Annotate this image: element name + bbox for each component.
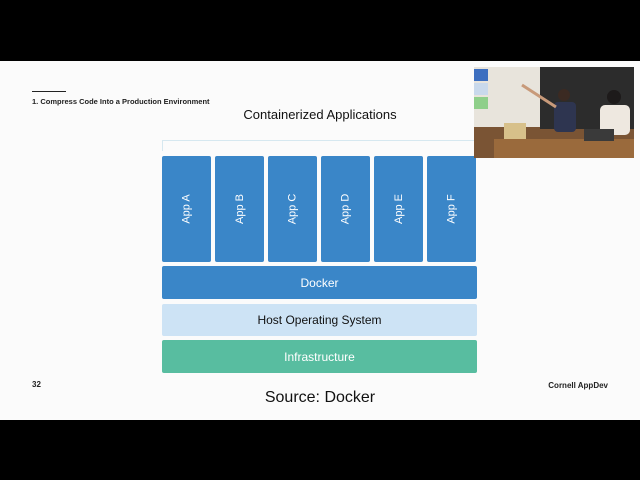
docker-layer: Docker <box>162 266 477 299</box>
host-os-layer: Host Operating System <box>162 304 477 336</box>
app-label: App B <box>233 194 246 224</box>
webcam-overlay <box>474 67 634 158</box>
infrastructure-layer: Infrastructure <box>162 340 477 373</box>
source-caption: Source: Docker <box>264 389 376 406</box>
app-label: App A <box>180 194 193 224</box>
app-block-d: App D <box>321 156 370 262</box>
app-label: App F <box>445 194 458 224</box>
speaker-video-frame <box>474 67 634 158</box>
app-label: App E <box>392 194 405 224</box>
app-block-b: App B <box>215 156 264 262</box>
app-block-a: App A <box>162 156 211 262</box>
app-label: App C <box>286 193 299 225</box>
slide-title: Containerized Applications <box>243 107 397 122</box>
app-label: App D <box>339 193 352 225</box>
app-block-f: App F <box>427 156 476 262</box>
diagram-frame-line <box>162 140 478 151</box>
app-block-e: App E <box>374 156 423 262</box>
app-block-c: App C <box>268 156 317 262</box>
section-label: 1. Compress Code Into a Production Envir… <box>32 97 210 106</box>
page-number: 32 <box>32 380 41 389</box>
brand-label: Cornell AppDev <box>548 381 608 390</box>
section-rule <box>32 91 66 92</box>
